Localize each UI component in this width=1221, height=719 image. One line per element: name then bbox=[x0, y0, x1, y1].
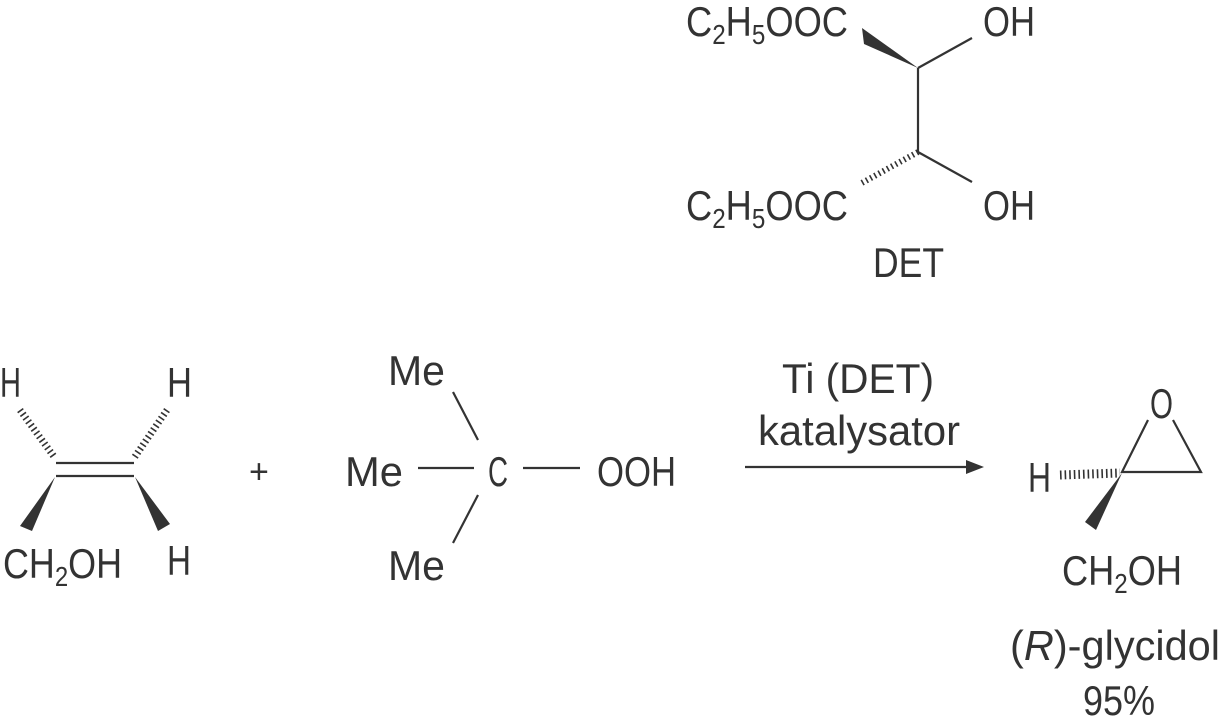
hashed-bond bbox=[131, 408, 170, 460]
det-label: DET bbox=[873, 239, 944, 286]
bond bbox=[917, 37, 973, 69]
bond bbox=[917, 151, 973, 183]
wedge-bond bbox=[1085, 473, 1122, 530]
reagent-line2: katalysator bbox=[758, 407, 960, 454]
arrow-head-icon bbox=[966, 460, 984, 474]
me-left: Me bbox=[345, 448, 403, 495]
carbon-center: C bbox=[488, 448, 508, 495]
ch2oh-label: CH2OH bbox=[3, 540, 122, 592]
bond bbox=[452, 494, 479, 544]
reagent-line1: Ti (DET) bbox=[782, 355, 934, 402]
glycidol-structure: O H CH2OH (R)-glycidol 95% bbox=[1010, 380, 1220, 719]
allyl-alcohol-structure: H H CH2OH H bbox=[0, 359, 192, 592]
det-oh-top: OH bbox=[983, 0, 1035, 45]
product-name: (R)-glycidol bbox=[1010, 622, 1220, 669]
bond bbox=[452, 391, 479, 441]
h-top-left: H bbox=[0, 359, 21, 406]
tbhp-structure: Me Me C OOH Me bbox=[345, 347, 676, 589]
plus-sign: + bbox=[249, 453, 269, 491]
det-structure: C2H5OOC OH C2H5OOC OH DET bbox=[686, 0, 1035, 286]
hashed-bond bbox=[1059, 468, 1121, 480]
ooh-label: OOH bbox=[597, 448, 676, 495]
epoxide-ring bbox=[1120, 419, 1203, 474]
det-ester-bottom: C2H5OOC bbox=[686, 182, 848, 234]
hashed-bond bbox=[858, 149, 920, 187]
me-bottom: Me bbox=[388, 542, 445, 589]
h-label: H bbox=[1028, 454, 1051, 501]
det-oh-bottom: OH bbox=[983, 182, 1035, 229]
oxygen-label: O bbox=[1150, 380, 1173, 427]
hashed-bond bbox=[17, 407, 58, 461]
reaction-arrow-group: Ti (DET) katalysator bbox=[745, 355, 984, 474]
wedge-bond bbox=[20, 477, 55, 531]
product-ch2oh: CH2OH bbox=[1062, 547, 1182, 599]
h-top-right: H bbox=[167, 359, 192, 406]
wedge-bond bbox=[135, 477, 170, 531]
wedge-bond bbox=[862, 28, 918, 68]
h-bottom-right: H bbox=[167, 537, 191, 584]
det-ester-top: C2H5OOC bbox=[686, 0, 848, 50]
me-top: Me bbox=[388, 347, 445, 394]
yield-label: 95% bbox=[1083, 677, 1155, 719]
